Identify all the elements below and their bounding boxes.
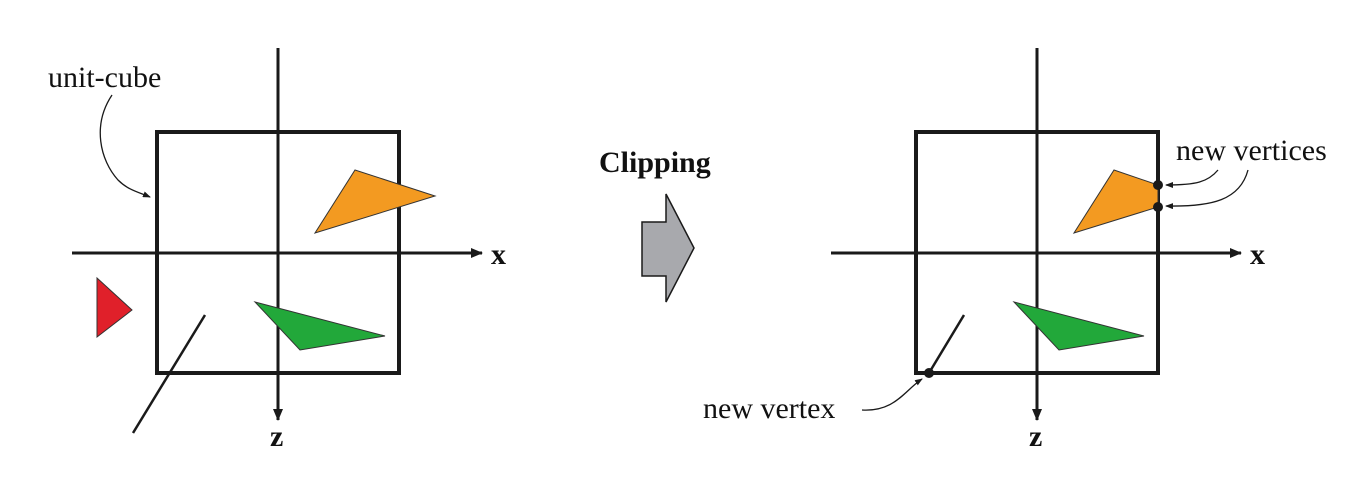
z-axis-label-right: z: [1029, 420, 1042, 453]
orange-triangle-clipped: [1072, 169, 1159, 234]
after-panel: new vertices new vertex x z: [703, 48, 1327, 453]
unit-cube-box: [155, 130, 401, 375]
unit-cube-pointer: [99, 94, 151, 198]
new-vertex-pointer: [861, 378, 923, 411]
line-segment: [131, 314, 207, 434]
new-vertices-label: new vertices: [1176, 134, 1327, 167]
x-axis-label: x: [491, 238, 506, 271]
green-triangle-right: [1012, 301, 1145, 351]
new-vertex-bottom-dot: [1153, 202, 1163, 212]
x-axis-label-right: x: [1250, 238, 1265, 271]
unit-cube-box-right: [914, 130, 1160, 375]
new-vertex-label: new vertex: [703, 392, 835, 425]
red-triangle: [96, 276, 133, 339]
green-triangle: [253, 301, 386, 351]
new-vertex-line-dot: [924, 368, 934, 378]
clipping-label: Clipping: [599, 146, 711, 179]
before-panel: unit-cube x z: [48, 48, 506, 453]
operation-group: Clipping: [599, 146, 711, 303]
z-axis-label: z: [270, 420, 283, 453]
line-segment-clipped: [927, 314, 966, 374]
new-vertex-top-dot: [1153, 180, 1163, 190]
orange-triangle: [313, 169, 437, 234]
right-arrow: [641, 193, 695, 303]
new-vertices-pointer-1: [1165, 169, 1219, 188]
unit-cube-label: unit-cube: [48, 61, 161, 94]
new-vertices-pointer-2: [1165, 169, 1249, 210]
